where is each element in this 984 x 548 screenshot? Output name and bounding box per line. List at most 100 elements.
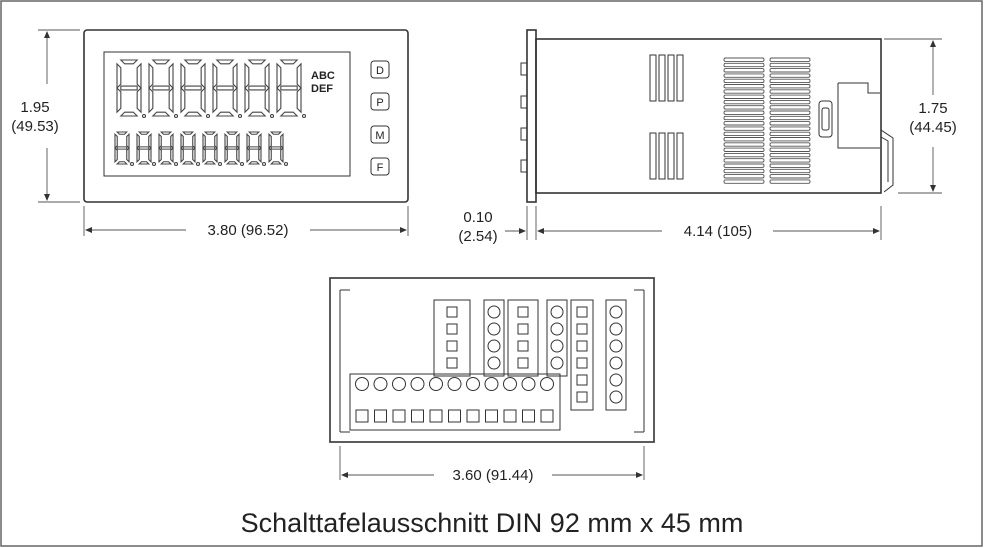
- terminal: [411, 409, 424, 423]
- terminal: [517, 306, 529, 318]
- secondary-digit: [268, 131, 289, 167]
- terminal: [609, 356, 623, 370]
- vent-slot: [769, 126, 811, 131]
- upper-terminal-blocks: [433, 299, 627, 411]
- vent-slot: [723, 126, 765, 131]
- vent-slot: [723, 152, 765, 158]
- vent-slot: [723, 68, 765, 73]
- terminal: [609, 390, 623, 404]
- vent-slot: [649, 132, 657, 180]
- main-digit: [244, 59, 275, 119]
- vent-slot: [723, 174, 765, 179]
- terminal: [410, 377, 425, 391]
- vent-slot: [658, 132, 666, 180]
- terminal: [503, 409, 517, 423]
- terminal: [487, 322, 501, 336]
- vent-slot: [649, 54, 657, 102]
- vent-slot: [723, 78, 765, 84]
- terminal-block: [507, 299, 539, 377]
- terminal: [609, 339, 623, 353]
- terminal: [487, 356, 501, 370]
- terminal: [487, 339, 501, 353]
- side-housing: [535, 38, 882, 194]
- terminal: [374, 409, 387, 423]
- terminal: [485, 409, 498, 423]
- vent-slot: [723, 147, 765, 152]
- terminal: [517, 357, 529, 369]
- terminal: [446, 340, 458, 352]
- side-depth-dimension: 0.10 (2.54) 4.14 (105): [458, 206, 882, 245]
- front-button-m[interactable]: [370, 125, 390, 144]
- main-digit-row: [116, 59, 307, 119]
- terminal-block: [546, 299, 568, 377]
- vent-slot: [723, 94, 765, 99]
- secondary-digit-row: [114, 131, 289, 167]
- terminal: [429, 377, 443, 391]
- secondary-digit: [114, 131, 135, 167]
- terminal: [373, 377, 388, 391]
- terminal: [550, 322, 564, 336]
- vent-slot: [769, 94, 811, 99]
- front-view: ABC DEF D P M F 1.95 (49.53): [11, 29, 409, 239]
- vent-slot: [723, 158, 765, 163]
- vent-slot: [676, 54, 684, 102]
- front-button-d[interactable]: [370, 60, 390, 79]
- button-m-label: M: [375, 130, 384, 142]
- rear-view: 3.60 (91.44): [329, 277, 655, 484]
- terminal: [392, 377, 406, 391]
- vent-slot: [769, 158, 811, 163]
- terminal: [521, 377, 536, 391]
- vent-slot: [769, 152, 811, 158]
- terminal-block: [570, 299, 594, 411]
- terminal: [447, 377, 462, 391]
- side-depth-mm: (2.54): [458, 228, 497, 245]
- terminal: [392, 409, 406, 423]
- vent-slot: [667, 132, 675, 180]
- terminal-block: [433, 299, 471, 377]
- vent-slot: [769, 115, 811, 121]
- vent-slot: [723, 121, 765, 126]
- terminal: [609, 373, 623, 387]
- vent-slot: [723, 84, 765, 89]
- vent-slot: [723, 89, 765, 94]
- vent-slots-right: [723, 57, 811, 184]
- vent-slot: [769, 131, 811, 137]
- annunciator-def: DEF: [311, 83, 333, 95]
- front-width-label: 3.80 (96.52): [208, 222, 289, 239]
- rear-width-dimension: 3.60 (91.44): [339, 446, 645, 484]
- caption: Schalttafelausschnitt DIN 92 mm x 45 mm: [241, 508, 744, 538]
- front-button-p[interactable]: [370, 92, 390, 111]
- vent-slot: [723, 105, 765, 110]
- vent-slot: [723, 73, 765, 78]
- front-button-f[interactable]: [370, 157, 390, 176]
- terminal: [484, 377, 499, 391]
- vent-slot: [667, 54, 675, 102]
- front-width-dimension: 3.80 (96.52): [83, 206, 409, 239]
- terminal: [550, 356, 564, 370]
- secondary-digit: [136, 131, 157, 167]
- terminal: [609, 305, 623, 319]
- vent-slot: [769, 99, 811, 105]
- vent-slot: [658, 54, 666, 102]
- button-column: D P M F: [370, 60, 390, 176]
- side-buttons: [520, 62, 528, 173]
- terminal: [517, 340, 529, 352]
- side-height-inches: 1.75: [918, 100, 947, 117]
- secondary-digit: [246, 131, 267, 167]
- vent-slot: [769, 137, 811, 142]
- mounting-clip: [837, 82, 880, 149]
- vent-slot: [769, 147, 811, 152]
- vent-slot: [723, 131, 765, 137]
- terminal: [466, 409, 480, 423]
- secondary-digit: [158, 131, 179, 167]
- display-window: [103, 51, 351, 177]
- terminal: [503, 377, 517, 391]
- main-digit: [276, 59, 307, 119]
- rear-width-label: 3.60 (91.44): [453, 467, 534, 484]
- side-length-label: 4.14 (105): [684, 223, 752, 240]
- terminal-block: [483, 299, 505, 377]
- vent-slot: [769, 105, 811, 110]
- terminal: [446, 306, 458, 318]
